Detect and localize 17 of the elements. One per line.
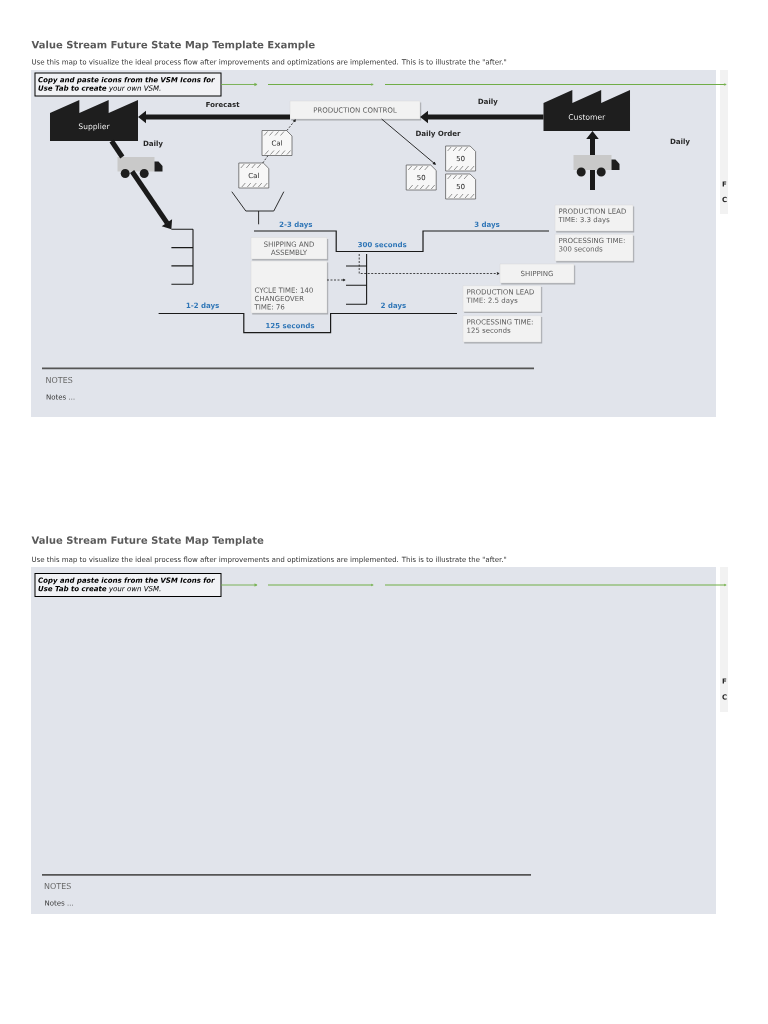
title: Value Stream Future State Map Template: [31, 536, 264, 546]
thick-line: [109, 139, 125, 159]
dashed-arrow: [326, 278, 346, 282]
notes-heading: NOTES: [46, 376, 73, 383]
arrow: [381, 118, 436, 165]
dashed-arrow: [286, 119, 296, 131]
truck: [573, 155, 620, 177]
notes-heading: NOTES: [44, 883, 71, 890]
arrow: [220, 583, 258, 587]
title: Value Stream Future State Map Template Example: [31, 40, 315, 51]
arrow: [220, 83, 258, 86]
thick-line: [590, 170, 595, 190]
rack: [170, 228, 194, 285]
dashed-line: [262, 155, 269, 164]
dashed-arrow: [358, 253, 500, 275]
truck: [117, 157, 163, 178]
rack: [345, 253, 368, 305]
